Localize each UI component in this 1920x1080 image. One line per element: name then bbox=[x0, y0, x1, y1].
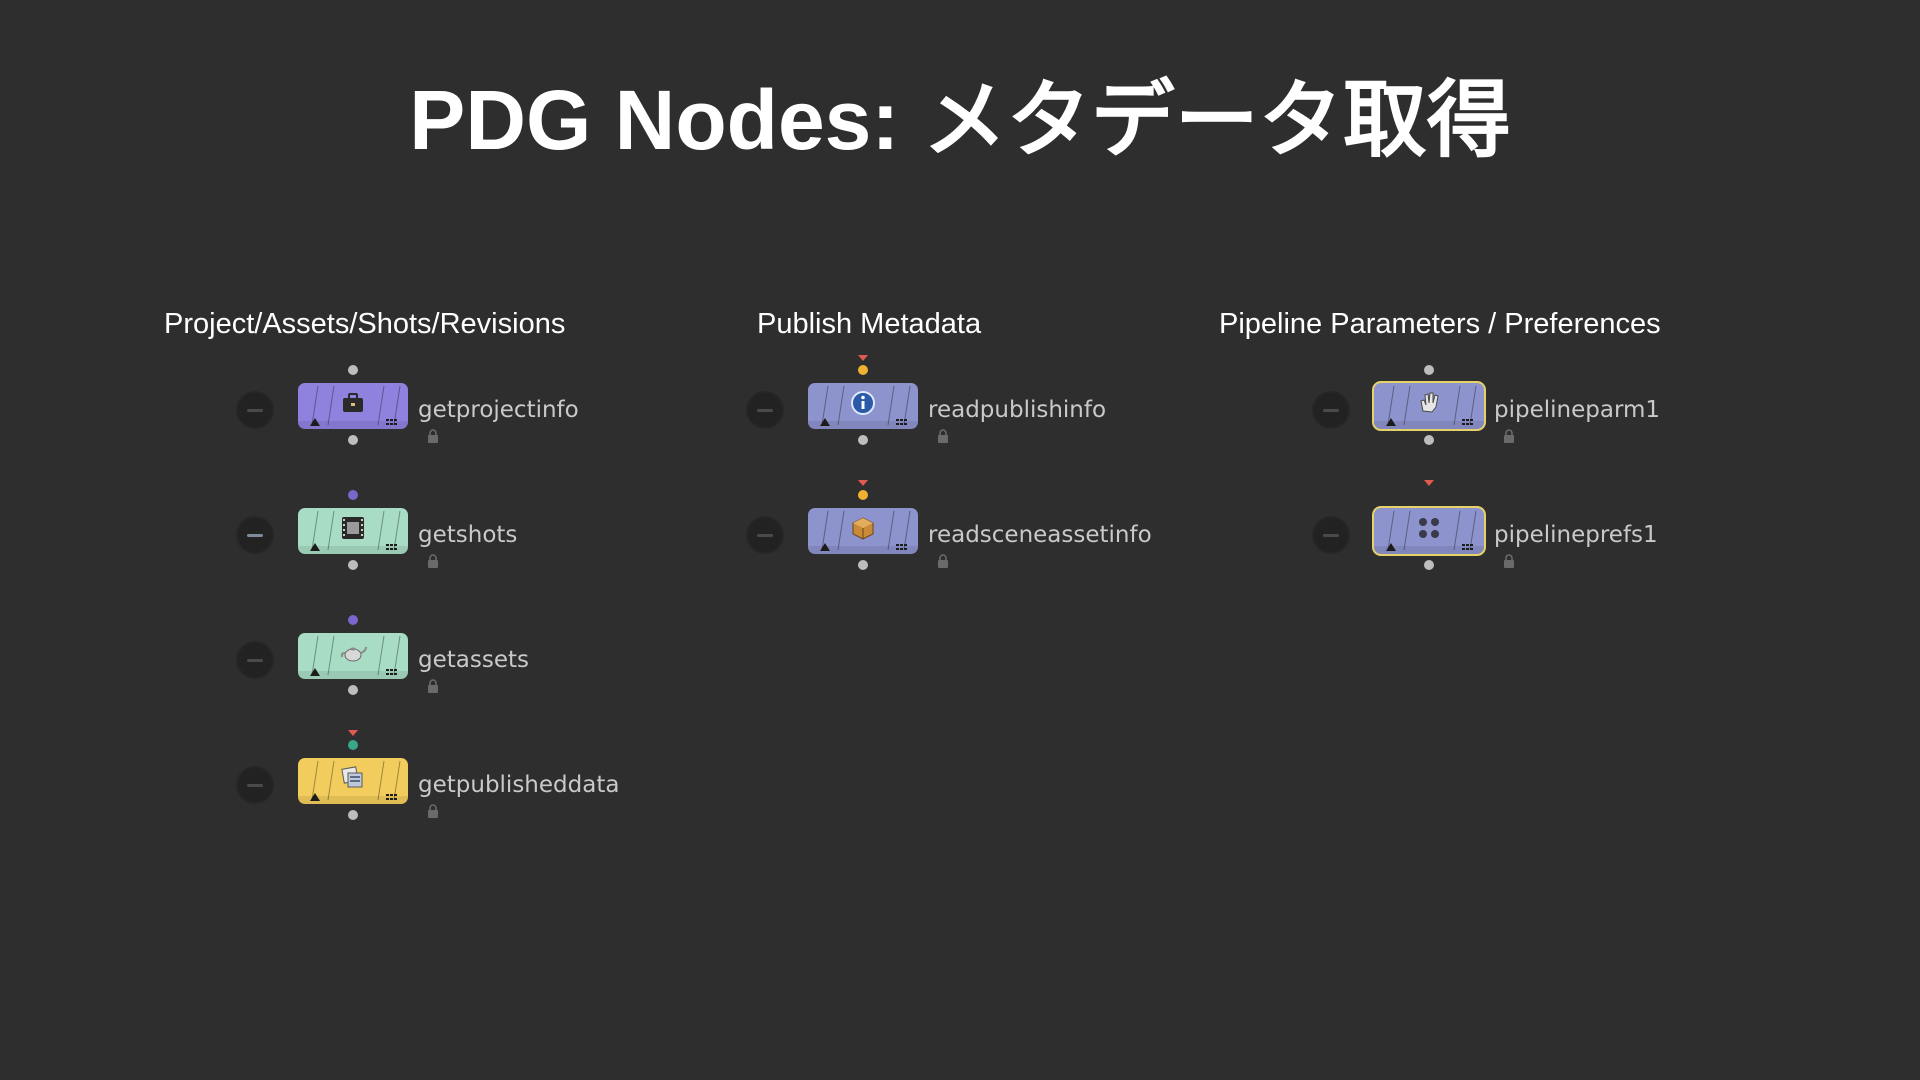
node-label: readpublishinfo bbox=[928, 397, 1107, 423]
dependency-marker-icon bbox=[1424, 480, 1434, 486]
work-items-grid-icon bbox=[386, 419, 397, 425]
input-port[interactable] bbox=[348, 365, 358, 375]
node-label: readsceneassetinfo bbox=[928, 522, 1152, 548]
work-items-grid-icon bbox=[386, 794, 397, 800]
expand-triangle-icon[interactable] bbox=[820, 543, 830, 551]
node-tile-stripes bbox=[298, 760, 408, 804]
node-label: getpublisheddata bbox=[418, 772, 620, 798]
work-items-grid-icon bbox=[896, 544, 907, 550]
node-tile[interactable] bbox=[298, 383, 408, 429]
node-tile[interactable] bbox=[808, 383, 918, 429]
dependency-marker-icon bbox=[348, 730, 358, 736]
hand-icon bbox=[1415, 389, 1443, 417]
input-port[interactable] bbox=[348, 490, 358, 500]
dependency-marker-icon bbox=[858, 480, 868, 486]
node-label: getprojectinfo bbox=[418, 397, 579, 423]
lock-icon bbox=[427, 554, 439, 568]
node-tile[interactable] bbox=[298, 633, 408, 679]
node-tile[interactable] bbox=[298, 508, 408, 554]
input-port[interactable] bbox=[348, 615, 358, 625]
work-items-grid-icon bbox=[896, 419, 907, 425]
lock-icon bbox=[1503, 554, 1515, 568]
expand-triangle-icon[interactable] bbox=[310, 543, 320, 551]
bypass-toggle[interactable] bbox=[238, 518, 272, 552]
teapot-icon bbox=[339, 639, 367, 667]
input-port[interactable] bbox=[858, 490, 868, 500]
expand-triangle-icon[interactable] bbox=[820, 418, 830, 426]
file-stack-icon bbox=[339, 764, 367, 792]
node-tile-stripes bbox=[298, 510, 408, 554]
node-label: getassets bbox=[418, 647, 529, 673]
input-port[interactable] bbox=[858, 365, 868, 375]
node-getshots[interactable]: getshots bbox=[238, 483, 658, 593]
film-frame-icon bbox=[339, 514, 367, 542]
output-port[interactable] bbox=[348, 560, 358, 570]
expand-triangle-icon[interactable] bbox=[310, 668, 320, 676]
node-tile-stripes bbox=[298, 635, 408, 679]
bypass-toggle[interactable] bbox=[238, 393, 272, 427]
node-label: pipelineparm1 bbox=[1494, 397, 1661, 423]
work-items-grid-icon bbox=[1462, 419, 1473, 425]
node-label: getshots bbox=[418, 522, 518, 548]
four-dots-icon bbox=[1415, 514, 1443, 542]
node-tile[interactable] bbox=[298, 758, 408, 804]
bypass-toggle[interactable] bbox=[1314, 393, 1348, 427]
lock-icon bbox=[937, 554, 949, 568]
section-heading-project: Project/Assets/Shots/Revisions bbox=[164, 308, 566, 340]
node-readpublishinfo[interactable]: readpublishinfo bbox=[748, 355, 1168, 468]
expand-triangle-icon[interactable] bbox=[310, 418, 320, 426]
package-icon bbox=[849, 514, 877, 542]
work-items-grid-icon bbox=[1462, 544, 1473, 550]
node-getassets[interactable]: getassets bbox=[238, 608, 658, 718]
output-port[interactable] bbox=[858, 435, 868, 445]
info-icon bbox=[849, 389, 877, 417]
briefcase-icon bbox=[339, 389, 367, 417]
bypass-toggle[interactable] bbox=[238, 643, 272, 677]
input-port[interactable] bbox=[1424, 365, 1434, 375]
bypass-toggle[interactable] bbox=[238, 768, 272, 802]
node-tile[interactable] bbox=[1374, 383, 1484, 429]
node-getprojectinfo[interactable]: getprojectinfo bbox=[238, 358, 658, 468]
output-port[interactable] bbox=[1424, 435, 1434, 445]
work-items-grid-icon bbox=[386, 544, 397, 550]
bypass-toggle[interactable] bbox=[748, 393, 782, 427]
node-readsceneassetinfo[interactable]: readsceneassetinfo bbox=[748, 480, 1168, 593]
node-label: pipelineprefs1 bbox=[1494, 522, 1658, 548]
bypass-toggle[interactable] bbox=[748, 518, 782, 552]
node-pipelineprefs1[interactable]: pipelineprefs1 bbox=[1314, 480, 1734, 593]
lock-icon bbox=[1503, 429, 1515, 443]
lock-icon bbox=[427, 679, 439, 693]
section-heading-publish: Publish Metadata bbox=[757, 308, 982, 340]
input-port[interactable] bbox=[348, 740, 358, 750]
output-port[interactable] bbox=[348, 810, 358, 820]
work-items-grid-icon bbox=[386, 669, 397, 675]
dependency-marker-icon bbox=[858, 355, 868, 361]
node-tile-stripes bbox=[808, 385, 918, 429]
output-port[interactable] bbox=[348, 685, 358, 695]
node-tile[interactable] bbox=[808, 508, 918, 554]
lock-icon bbox=[937, 429, 949, 443]
node-tile[interactable] bbox=[1374, 508, 1484, 554]
output-port[interactable] bbox=[858, 560, 868, 570]
expand-triangle-icon[interactable] bbox=[310, 793, 320, 801]
section-heading-pipeline: Pipeline Parameters / Preferences bbox=[1219, 308, 1661, 340]
node-getpublisheddata[interactable]: getpublisheddata bbox=[238, 730, 658, 843]
lock-icon bbox=[427, 804, 439, 818]
output-port[interactable] bbox=[1424, 560, 1434, 570]
node-tile-stripes bbox=[1374, 510, 1484, 554]
output-port[interactable] bbox=[348, 435, 358, 445]
lock-icon bbox=[427, 429, 439, 443]
expand-triangle-icon[interactable] bbox=[1386, 418, 1396, 426]
page-title: PDG Nodes: メタデータ取得 bbox=[409, 73, 1511, 167]
expand-triangle-icon[interactable] bbox=[1386, 543, 1396, 551]
node-pipelineparm1[interactable]: pipelineparm1 bbox=[1314, 358, 1734, 468]
bypass-toggle[interactable] bbox=[1314, 518, 1348, 552]
